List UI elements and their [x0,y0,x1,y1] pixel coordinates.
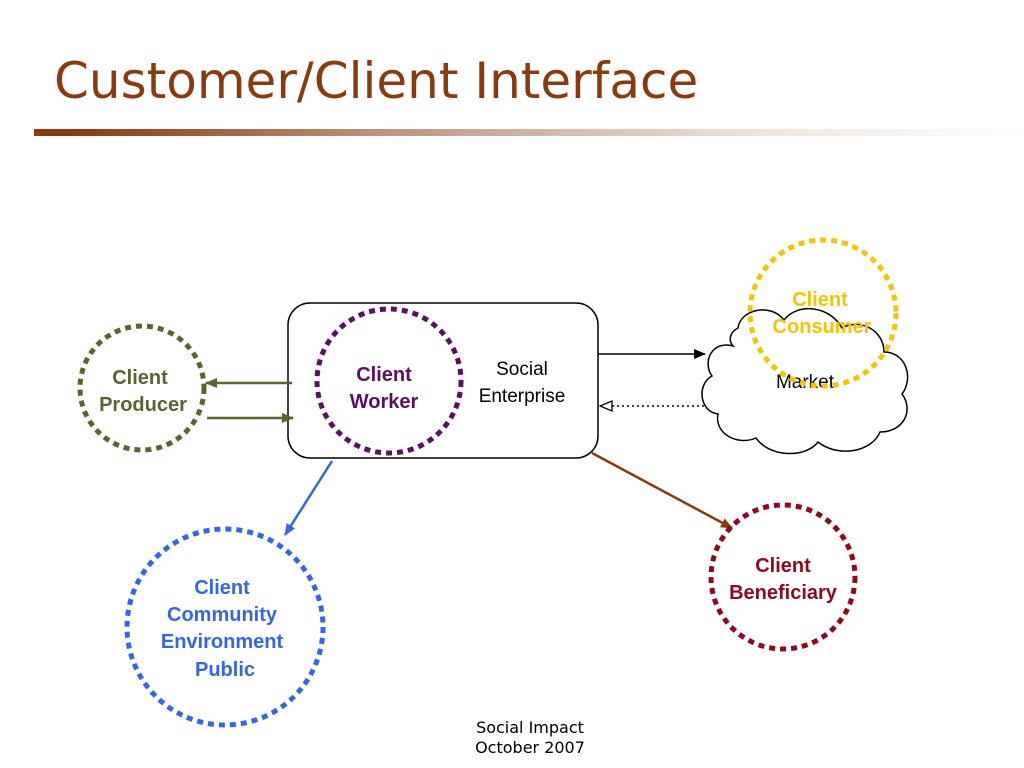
footer-line1: Social Impact [476,718,584,737]
client-beneficiary-label-line2: Beneficiary [729,582,838,604]
footer-line2: October 2007 [475,738,585,757]
client-beneficiary-label-line1: Client [755,555,811,577]
client-consumer-circle [747,237,899,389]
slide-title: Customer/Client Interface [54,52,699,110]
client-beneficiary-circle [708,502,858,652]
client-worker-circle [314,306,464,456]
client-community-label-line4: Public [195,659,255,681]
client-worker-label-line2: Worker [350,391,419,413]
client-community-label-line3: Environment [161,631,284,653]
arrow-enterprise-to-community [283,460,334,536]
client-producer-label-line2: Producer [99,394,187,416]
client-community-label-line1: Client [194,577,250,599]
client-community-circle [124,526,326,728]
arrow-enterprise-to-beneficiary [591,451,733,530]
client-community-label-line2: Community [167,604,278,626]
social-enterprise-label-line2: Enterprise [479,386,566,407]
social-enterprise-label-line1: Social [496,359,548,380]
slide-footer: Social Impact October 2007 [430,718,630,758]
title-underline [34,129,1024,136]
social-enterprise-box [287,302,599,459]
client-producer-circle [77,323,207,453]
market-cloud [701,307,909,455]
client-consumer-label-line2: Consumer [773,316,872,338]
client-consumer-label-line1: Client [792,289,848,311]
client-producer-label-line1: Client [112,367,168,389]
client-worker-label-line1: Client [356,364,412,386]
